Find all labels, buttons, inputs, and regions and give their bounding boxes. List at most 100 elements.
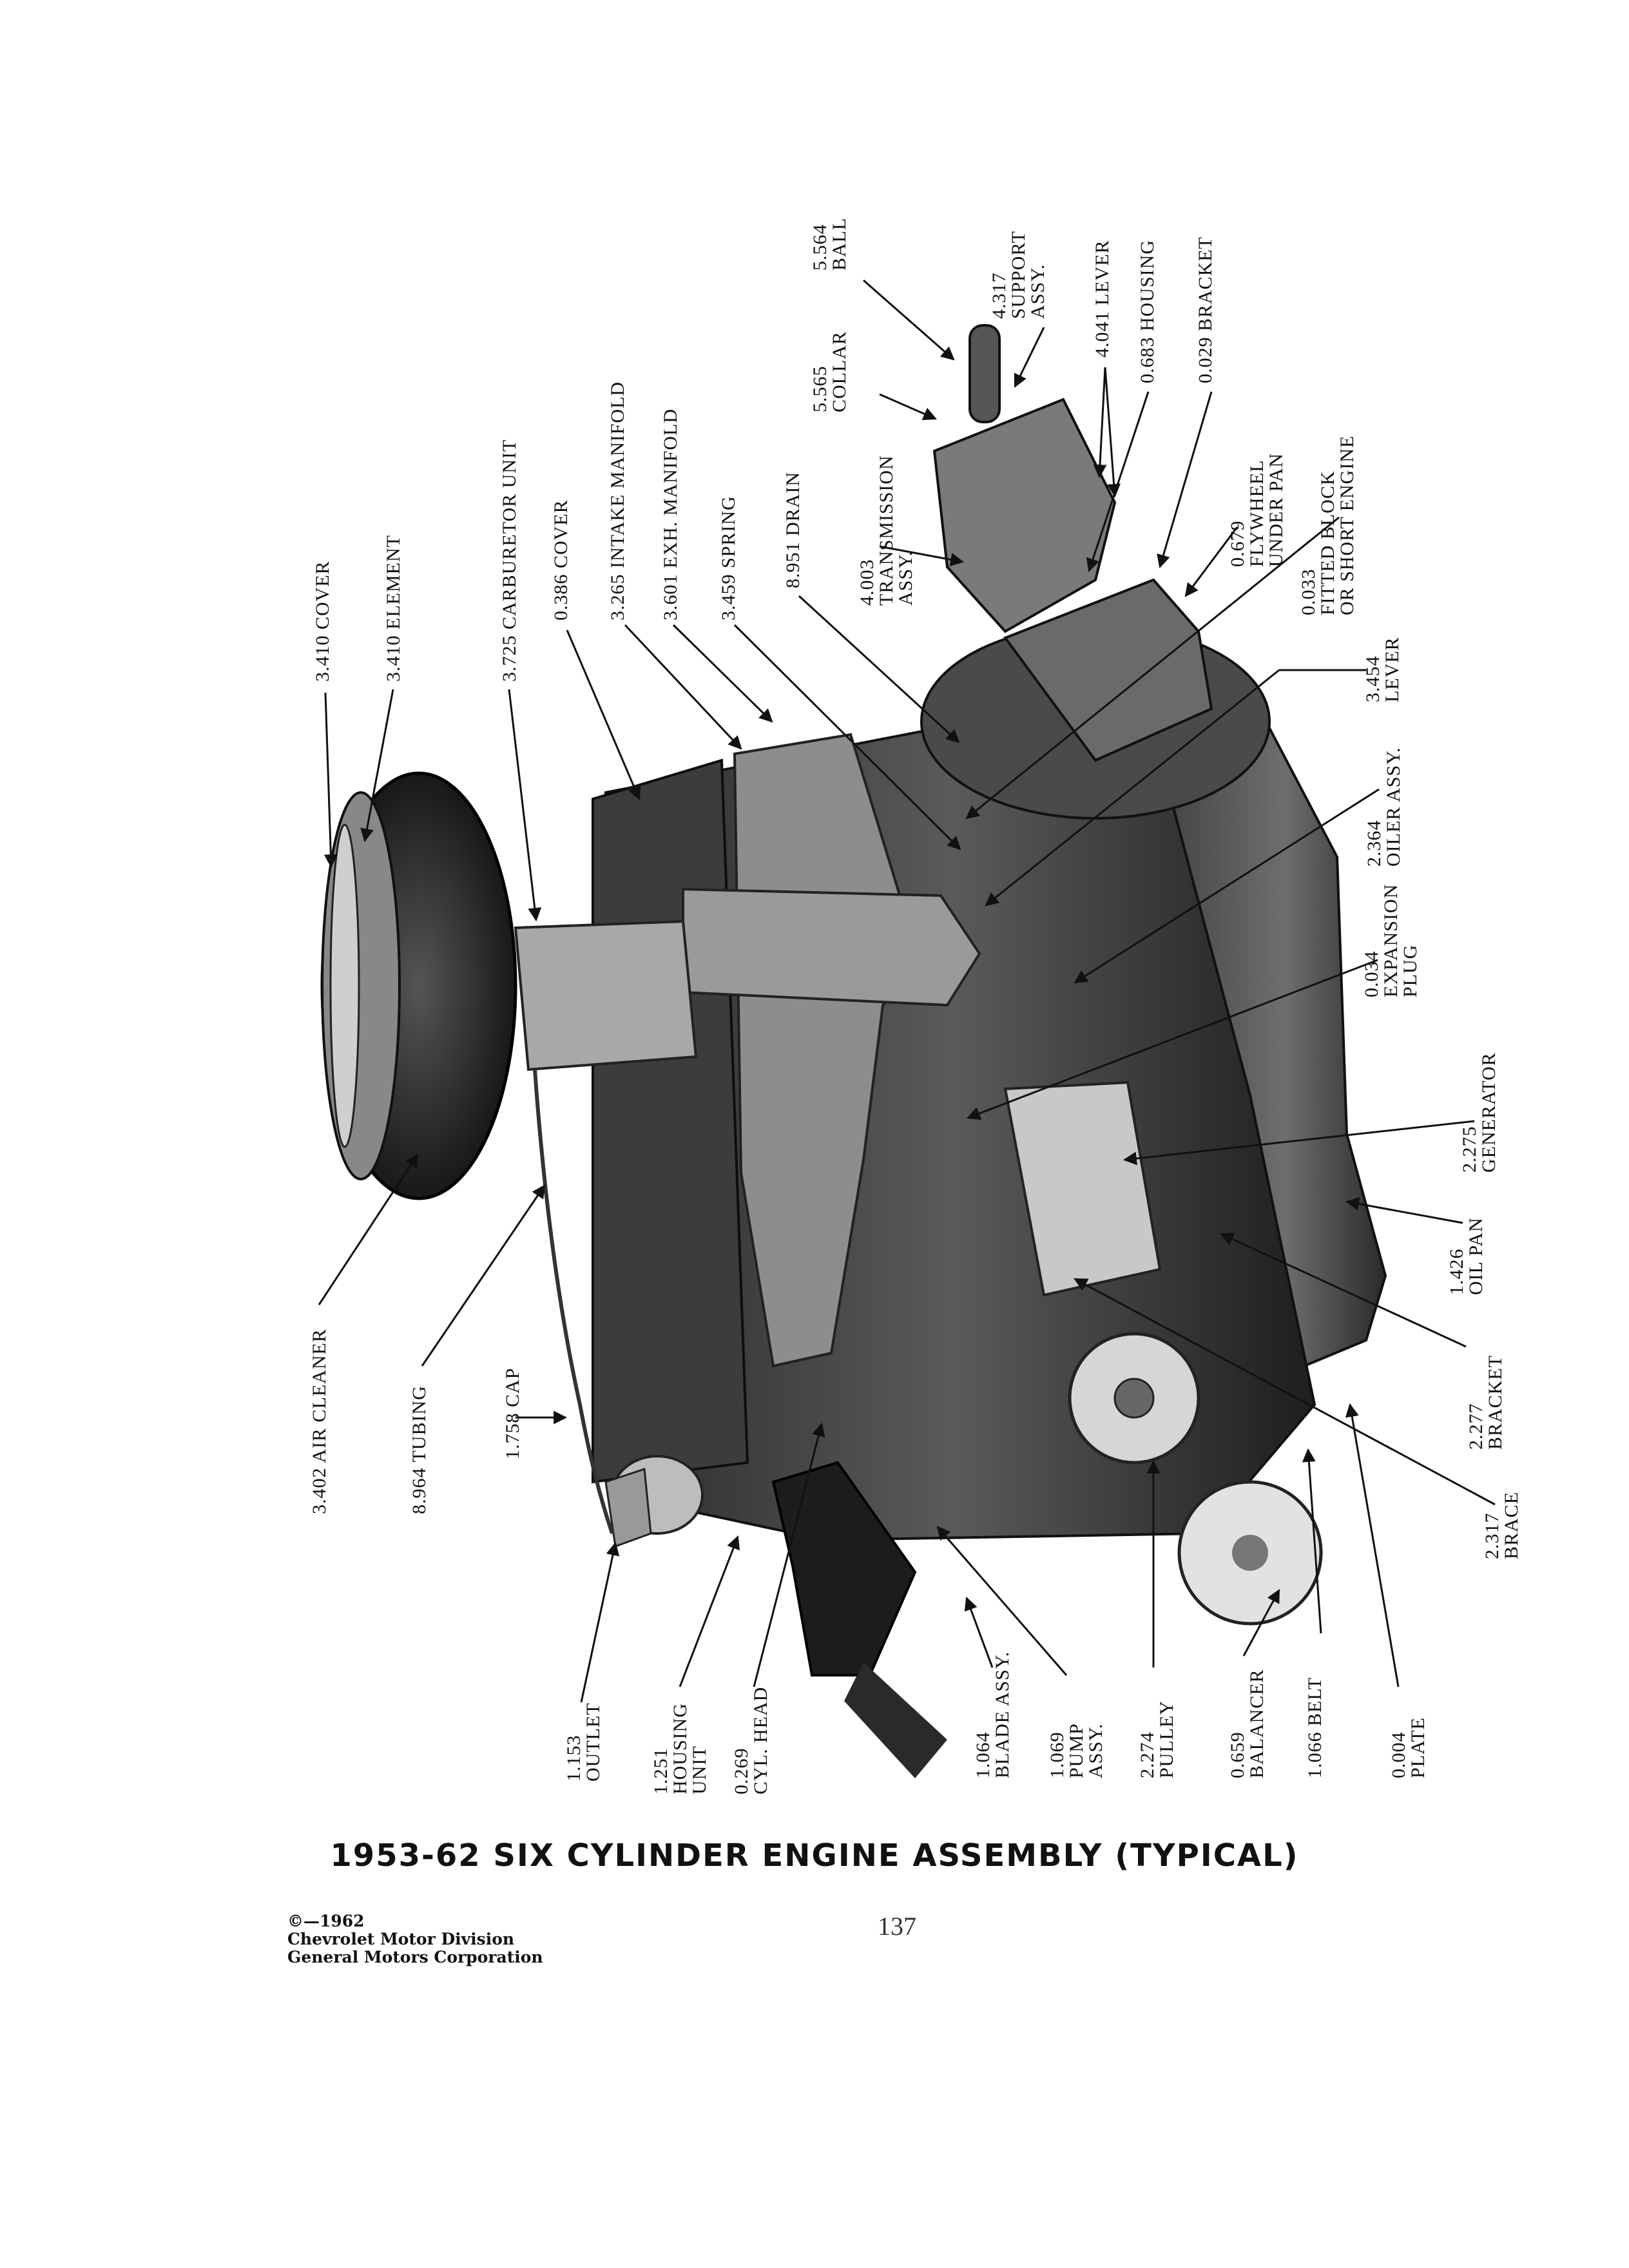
leader-lever-4041a: [1093, 367, 1107, 479]
callout-text: ASSY.: [1085, 1724, 1106, 1778]
leader-element-3410: [360, 689, 394, 843]
leader-support: [1014, 327, 1045, 388]
callout-drain: 8.951 DRAIN: [782, 472, 804, 588]
leader-lines: [318, 279, 1496, 1703]
callout-text: PLUG: [1400, 945, 1421, 997]
leader-intake-manifold: [624, 624, 742, 750]
leader-bracket-0029: [1157, 391, 1213, 569]
leader-outlet: [580, 1541, 620, 1703]
leader-cover-3410: [323, 692, 338, 869]
leader-lever-4041b: [1104, 367, 1121, 498]
callout-text: OR SHORT ENGINE: [1336, 436, 1358, 615]
callout-text: 3.410 ELEMENT: [383, 535, 404, 682]
callout-text: HOUSING: [670, 1703, 691, 1794]
callout-text: 5.564: [809, 224, 831, 271]
leader-oil-pan: [1345, 1197, 1463, 1224]
callout-text: ASSY.: [895, 551, 916, 606]
leader-generator: [1123, 1120, 1475, 1166]
callout-text: GENERATOR: [1478, 1052, 1499, 1173]
leader-cyl-head: [753, 1422, 825, 1687]
callout-text: UNIT: [689, 1745, 710, 1794]
leader-carburetor: [508, 689, 542, 922]
callout-text: 4.317: [988, 273, 1010, 320]
callout-text: EXPANSION: [1380, 884, 1402, 997]
leader-collar: [879, 393, 937, 421]
carburetor-shape: [514, 919, 698, 1072]
leader-transmission: [879, 545, 965, 566]
callout-text: ASSY.: [1027, 264, 1048, 319]
callout-text: 0.679: [1227, 521, 1248, 568]
callout-text: 2.364: [1364, 820, 1385, 867]
callout-carburetor-unit: 3.725 CARBURETOR UNIT: [499, 439, 520, 682]
callout-text: 3.402 AIR CLEANER: [309, 1329, 330, 1514]
page-number: 137: [878, 1912, 916, 1941]
callout-text: 0.034: [1361, 951, 1382, 998]
leader-bracket-2277: [1220, 1233, 1467, 1348]
callout-text: SUPPORT: [1008, 231, 1029, 319]
callout-text: 0.659: [1227, 1732, 1248, 1779]
callout-text: 3.459 SPRING: [718, 495, 739, 620]
callout-text: BLADE ASSY.: [992, 1651, 1013, 1778]
callout-text: 1.758 CAP: [502, 1368, 523, 1459]
callout-element-3410: 3.410 ELEMENT: [383, 535, 404, 682]
leader-flywheel: [1184, 526, 1239, 597]
callout-text: PLATE: [1407, 1717, 1429, 1778]
figure-caption: 1953-62 SIX CYLINDER ENGINE ASSEMBLY (TY…: [330, 1838, 1299, 1874]
leader-air-cleaner: [318, 1153, 419, 1305]
callout-text: LEVER: [1382, 637, 1403, 702]
leader-brace: [1074, 1278, 1496, 1506]
copyright-line: ©—1962: [287, 1912, 365, 1930]
callout-text: BALANCER: [1246, 1669, 1268, 1778]
callout-text: 8.951 DRAIN: [782, 472, 804, 588]
callout-text: OIL PAN: [1465, 1217, 1487, 1295]
leader-belt: [1302, 1448, 1322, 1634]
callout-text: PULLEY: [1156, 1700, 1177, 1778]
leader-oiler: [1074, 788, 1380, 984]
callout-text: 2.277: [1465, 1403, 1487, 1450]
callout-text: 2.274: [1137, 1732, 1158, 1779]
generator-shape: [1003, 1081, 1162, 1297]
callout-text: 8.964 TUBING: [409, 1385, 430, 1514]
callout-text: UNDER PAN: [1266, 453, 1287, 567]
leader-pump: [936, 1526, 1068, 1676]
leader-cover-0386: [566, 629, 641, 800]
callout-text: 0.386 COVER: [550, 499, 572, 620]
callout-text: 1.064: [972, 1732, 994, 1779]
callout-text: 0.004: [1388, 1732, 1409, 1779]
callout-text: BRACKET: [1485, 1355, 1506, 1450]
callout-text: FITTED BLOCK: [1317, 471, 1338, 616]
callout-text: 3.410 COVER: [312, 561, 333, 682]
leader-housing-0683: [1086, 391, 1150, 572]
callout-text: 1.069: [1046, 1732, 1068, 1779]
callout-housing-0683: 0.683 HOUSING: [1137, 240, 1158, 383]
copyright-line: General Motors Corporation: [287, 1948, 543, 1966]
callout-text: COLLAR: [829, 331, 850, 412]
callout-text: BRACE: [1501, 1492, 1522, 1559]
callout-text: 1.153: [563, 1735, 584, 1782]
callout-bracket-0029: 0.029 BRACKET: [1195, 236, 1216, 383]
callout-text: 0.683 HOUSING: [1137, 240, 1158, 383]
callout-intake-manifold: 3.265 INTAKE MANIFOLD: [607, 381, 628, 620]
callout-text: OILER ASSY.: [1383, 747, 1404, 867]
callout-text: CYL. HEAD: [750, 1687, 771, 1794]
transmission-shape: [932, 398, 1117, 633]
callout-cover-0386: 0.386 COVER: [550, 499, 572, 620]
leader-housing-unit: [679, 1535, 740, 1687]
